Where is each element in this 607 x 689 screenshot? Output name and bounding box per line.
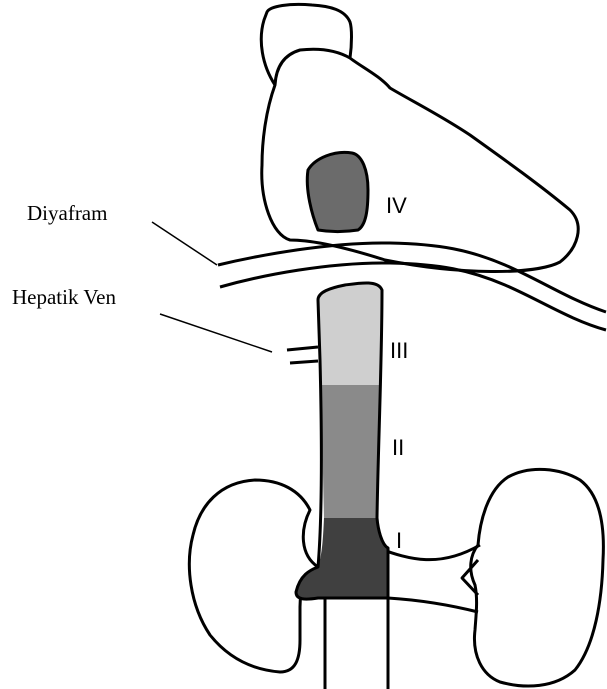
diaphragm-line-lower: [220, 263, 606, 330]
right-renal-vein-upper: [378, 545, 480, 560]
hepatic-vein-lower: [290, 361, 318, 363]
heart-outline: [261, 4, 578, 271]
segment-ii-label: II: [392, 435, 404, 460]
segment-iii-shape: [318, 283, 382, 385]
segment-iv-label: IV: [386, 193, 407, 218]
segment-ii-shape: [322, 385, 380, 518]
left-kidney: [189, 480, 318, 672]
hepatic-vein-label: Hepatik Ven: [12, 285, 117, 309]
right-kidney: [471, 469, 604, 686]
hepatic-vein-upper: [287, 347, 318, 350]
segment-iv-shape: [307, 152, 368, 231]
hepatic-vein-leader-line: [160, 314, 272, 352]
segment-i-label: I: [396, 528, 402, 553]
diaphragm-label: Diyafram: [27, 201, 107, 225]
diaphragm-leader-line: [152, 222, 217, 265]
right-renal-vein-lower: [388, 598, 478, 612]
segment-iii-label: III: [390, 338, 408, 363]
